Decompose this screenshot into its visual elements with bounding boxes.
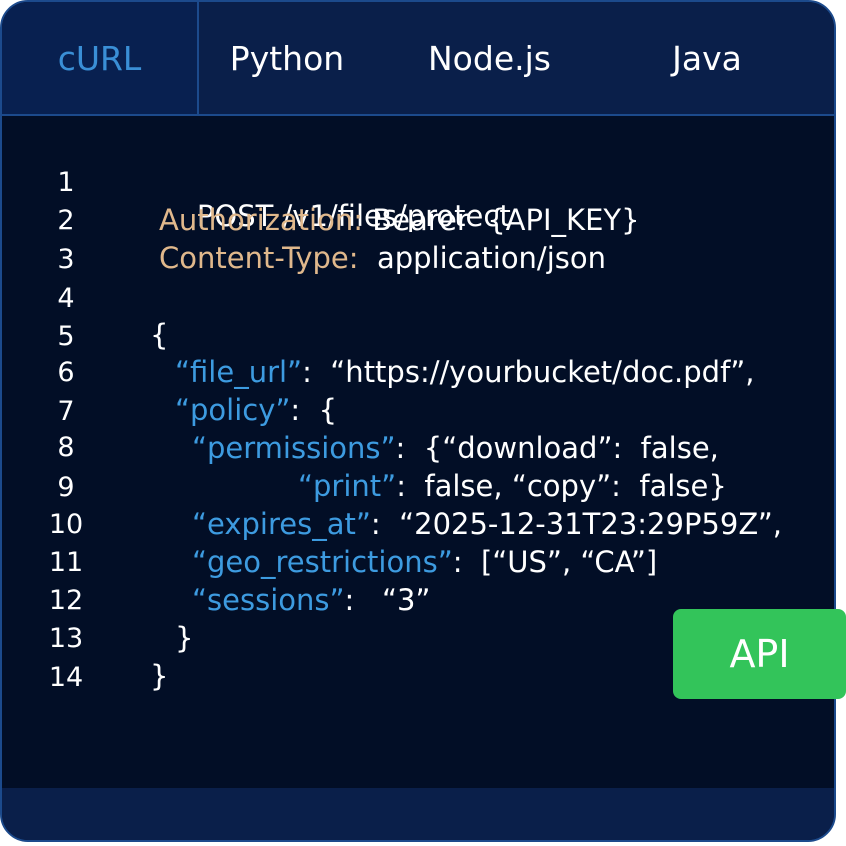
code-line-10: “expires_at”: “2025-12-31T23:29P59Z”, [192,507,782,541]
line-number: 5 [57,321,75,352]
json-key: “geo_restrictions” [192,545,453,579]
code-line-13: } [175,621,193,655]
line-number: 11 [48,547,84,578]
json-value: : “3” [344,583,431,617]
json-key: “permissions” [192,431,396,465]
code-line-3: Content-Type: application/json [159,241,606,275]
code-line-14: } [150,659,168,693]
json-key: “policy” [175,393,291,427]
tab-java[interactable]: Java [672,38,742,78]
brace: { [150,318,169,352]
line-number: 2 [57,205,75,236]
line-number: 13 [48,623,84,654]
code-line-7: “policy”: { [175,393,337,427]
json-key: “sessions” [192,583,345,617]
brace: } [175,621,194,655]
json-value: : “2025-12-31T23:29P59Z”, [370,507,782,541]
code-line-5: { [150,318,168,352]
json-key: “print” [298,469,397,503]
code-line-1: POST /v1/files/protect [160,165,511,267]
json-value: : “https://yourbucket/doc.pdf”, [302,355,755,389]
request-line: POST /v1/files/protect [196,199,511,233]
code-line-9: “print”: false, “copy”: false} [298,469,727,503]
line-number: 10 [48,509,84,540]
header-value: Bearer {API_KEY} [363,203,640,237]
code-line-6: “file_url”: “https://yourbucket/doc.pdf”… [175,355,755,389]
line-number: 12 [48,585,84,616]
line-number: 8 [57,432,75,463]
json-value: : [“US”, “CA”] [452,545,658,579]
line-number: 7 [57,396,75,427]
language-tab-bar: cURL Python Node.js Java [2,2,834,116]
line-number: 6 [57,357,75,388]
code-line-2: Authorization: Bearer {API_KEY} [159,203,640,237]
api-badge: API [673,609,846,699]
json-value: : false, “copy”: false} [396,469,727,503]
tab-python[interactable]: Python [229,38,345,78]
header-key: Content-Type: [159,241,359,275]
tab-nodejs[interactable]: Node.js [428,38,551,78]
header-key: Authorization: [159,203,364,237]
window-footer [2,788,834,840]
json-key: “file_url” [175,355,303,389]
json-value: : {“download”: false, [395,431,719,465]
line-number: 9 [57,472,75,503]
header-value: application/json [358,241,606,275]
line-number: 14 [48,662,84,693]
tab-curl[interactable]: cURL [2,2,199,114]
json-value: : { [290,393,338,427]
line-number: 3 [57,244,75,275]
code-line-12: “sessions”: “3” [192,583,430,617]
json-key: “expires_at” [192,507,371,541]
line-number: 4 [57,283,75,314]
code-line-11: “geo_restrictions”: [“US”, “CA”] [192,545,657,579]
code-line-8: “permissions”: {“download”: false, [192,431,719,465]
line-number: 1 [57,167,75,198]
brace: } [150,659,169,693]
